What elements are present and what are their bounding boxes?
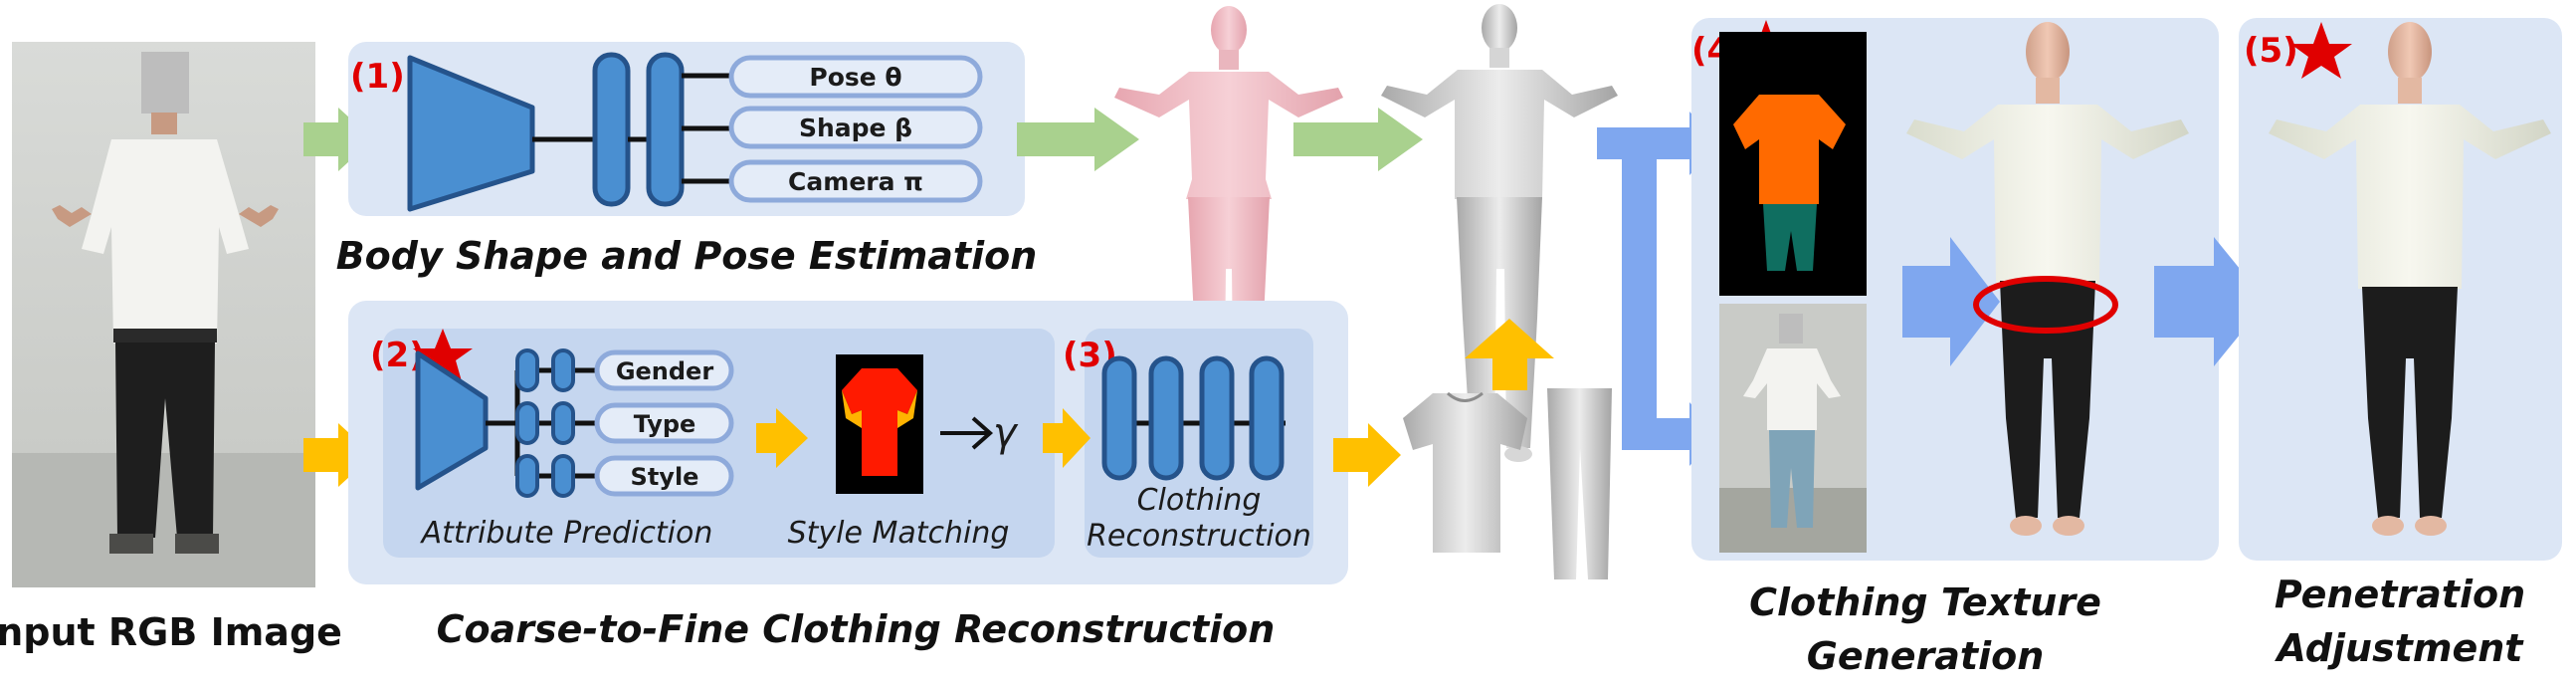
pants-icon — [1547, 388, 1612, 579]
svg-text:Gender: Gender — [616, 357, 714, 385]
arrow-garments-up — [1465, 319, 1554, 390]
arrow-to-textured-body — [1902, 237, 2000, 366]
penetration-caption-line2: Adjustment — [2275, 626, 2525, 670]
output-shape: Shape β — [728, 106, 983, 149]
arrow-to-style-matching — [756, 408, 808, 468]
arrow-to-smpl-body — [1017, 108, 1139, 171]
svg-text:Camera π: Camera π — [788, 167, 923, 196]
body-stage-number: (1) — [350, 57, 405, 97]
style-symbol: γ — [993, 410, 1019, 456]
arrow-to-reconstruction — [1043, 408, 1090, 468]
arrow-to-penetration-stage — [2154, 237, 2267, 366]
attribute-caption: Attribute Prediction — [420, 516, 713, 551]
reconstruction-network — [1101, 355, 1286, 481]
arrow-to-garments — [1333, 423, 1401, 487]
recon-caption-line1: Clothing — [1137, 483, 1262, 518]
regressor-layer-2 — [646, 52, 685, 207]
regressor-layer-1 — [592, 52, 631, 207]
svg-text:Pose θ: Pose θ — [809, 63, 901, 92]
attribute-type: Type — [594, 402, 734, 444]
star-icon — [2290, 22, 2352, 79]
output-pose: Pose θ — [728, 55, 983, 99]
clothing-stage-caption: Coarse-to-Fine Clothing Reconstruction — [437, 607, 1276, 651]
input-photo — [12, 42, 315, 587]
svg-text:Style: Style — [631, 463, 699, 491]
texture-caption-line1: Clothing Texture — [1749, 580, 2101, 624]
attribute-heads — [515, 348, 602, 498]
style-matching-tshirt — [836, 354, 923, 494]
input-caption: Input RGB Image — [0, 610, 342, 654]
body-stage-caption: Body Shape and Pose Estimation — [336, 234, 1038, 278]
attribute-style: Style — [594, 455, 734, 497]
textured-body-stage4 — [1906, 22, 2189, 536]
attribute-gender: Gender — [594, 349, 734, 391]
input-thumbnail — [1719, 304, 1867, 553]
output-camera: Camera π — [728, 159, 983, 203]
penetration-caption-line1: Penetration — [2275, 573, 2525, 616]
encoder-icon — [407, 55, 535, 212]
t-shirt-icon — [1403, 391, 1527, 553]
penetration-stage-number: (5) — [2244, 31, 2298, 71]
svg-text:Type: Type — [634, 410, 696, 438]
segmentation-map — [1719, 32, 1867, 296]
svg-text:Shape β: Shape β — [799, 114, 912, 142]
match-arrow — [940, 416, 994, 450]
arrow-to-clothed-mesh — [1293, 108, 1423, 171]
final-body — [2269, 22, 2551, 536]
recon-caption-line2: Reconstruction — [1087, 519, 1311, 554]
style-caption: Style Matching — [788, 516, 1010, 551]
texture-caption-line2: Generation — [1807, 634, 2045, 678]
attribute-encoder-icon — [415, 350, 489, 491]
penetration-highlight — [1973, 276, 2118, 334]
